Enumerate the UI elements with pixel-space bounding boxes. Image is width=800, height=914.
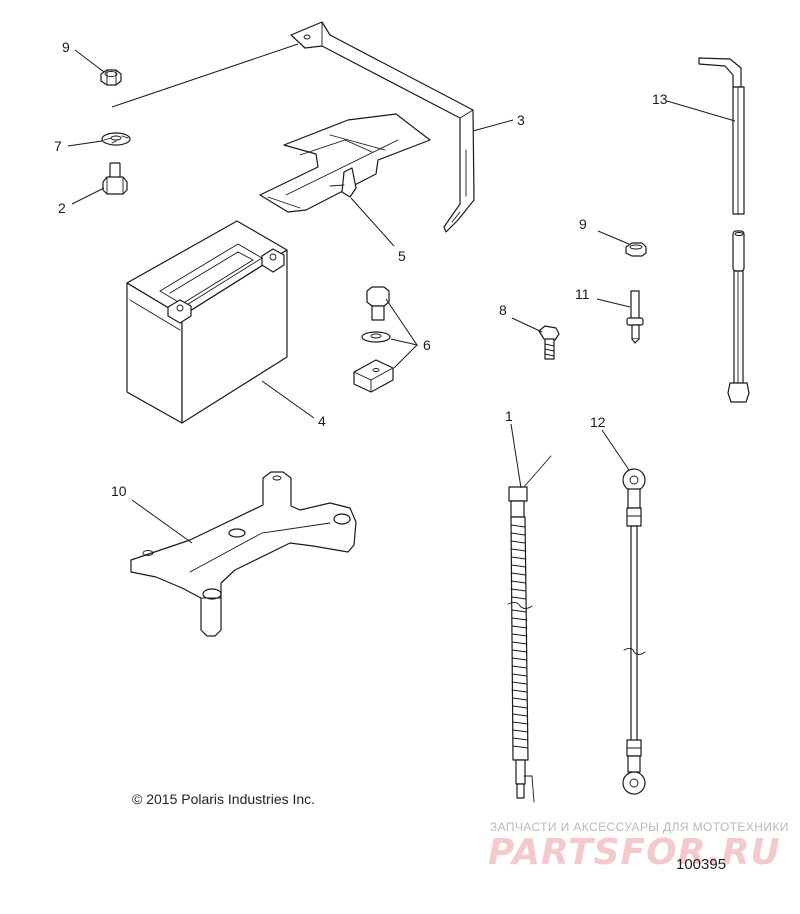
part-5-plate [259, 113, 431, 213]
leader-9-right [597, 230, 630, 245]
callout-8: 8 [499, 302, 507, 318]
part-13-strap [698, 57, 750, 403]
part-9-nut [100, 69, 122, 86]
leader-11 [596, 298, 631, 308]
figure-number: 100395 [676, 856, 727, 873]
part-1-cable [507, 455, 552, 803]
part-12-ground-cable [622, 468, 646, 795]
leader-6-b [393, 344, 418, 369]
callout-6: 6 [423, 337, 431, 353]
callout-2: 2 [58, 200, 66, 216]
callout-7: 7 [54, 138, 62, 154]
part-6-hardware [353, 286, 394, 393]
leader-13 [666, 100, 736, 122]
callout-9-right: 9 [579, 216, 587, 232]
leader-8 [511, 317, 543, 333]
leader-12 [601, 429, 630, 471]
watermark-logo: PARTSFOR.RU [488, 832, 781, 873]
watermark-caption: ЗАПЧАСТИ И АКСЕССУАРЫ ДЛЯ МОТОТЕХНИКИ [490, 820, 789, 834]
callout-5: 5 [398, 248, 406, 264]
leader-3-extension [111, 43, 299, 108]
callout-13: 13 [652, 91, 668, 107]
leader-7 [67, 140, 103, 147]
part-2-bolt [102, 162, 128, 195]
part-8-bolt [538, 325, 560, 360]
part-11-stud [626, 290, 644, 344]
part-3-bracket [290, 21, 475, 233]
leader-5 [350, 197, 395, 247]
callout-10: 10 [111, 483, 127, 499]
callout-11: 11 [575, 286, 590, 302]
leader-2 [71, 187, 105, 205]
leader-6 [385, 298, 419, 346]
leader-9-top [74, 49, 105, 73]
callout-4: 4 [318, 413, 326, 429]
callout-9-top: 9 [62, 39, 70, 55]
callout-1: 1 [505, 408, 513, 424]
leader-3 [472, 119, 514, 132]
leader-4 [261, 380, 315, 419]
part-7-washer [101, 132, 131, 146]
leader-10 [131, 499, 193, 544]
leader-1 [510, 423, 522, 489]
part-9-nut-right [625, 242, 647, 257]
callout-12: 12 [590, 414, 606, 430]
callout-3: 3 [517, 112, 525, 128]
part-10-tray [130, 471, 357, 637]
copyright-text: © 2015 Polaris Industries Inc. [132, 791, 316, 807]
part-4-battery [126, 220, 288, 424]
